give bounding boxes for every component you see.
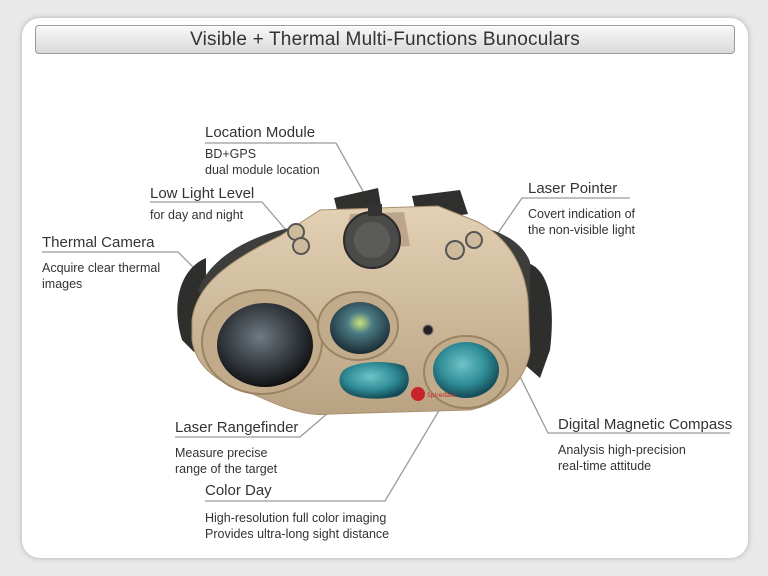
- leader-color-day: [205, 371, 463, 502]
- brand-logo: [411, 387, 425, 401]
- color-day-lens: [433, 342, 499, 398]
- label-location-module: Location Module BD+GPS dual module locat…: [205, 124, 320, 178]
- label-low-light-level: Low Light Level for day and night: [150, 185, 254, 223]
- feature-desc: Analysis high-precision: [558, 443, 686, 457]
- feature-name: Thermal Camera: [42, 234, 155, 251]
- feature-desc: for day and night: [150, 208, 244, 222]
- feature-desc: High-resolution full color imaging: [205, 511, 387, 525]
- feature-name: Laser Rangefinder: [175, 419, 299, 436]
- button-left-2: [292, 237, 310, 255]
- page-title: Visible + Thermal Multi-Functions Bunocu…: [190, 28, 580, 50]
- label-digital-compass: Digital Magnetic Compass Analysis high-p…: [558, 416, 732, 474]
- feature-desc: BD+GPS: [205, 147, 257, 161]
- title-bar: Visible + Thermal Multi-Functions Bunocu…: [35, 25, 735, 54]
- feature-name: Laser Pointer: [528, 180, 618, 197]
- button-right-1: [445, 240, 465, 260]
- feature-desc: Covert indication of: [528, 207, 636, 221]
- label-thermal-camera: Thermal Camera Acquire clear thermal ima…: [42, 234, 160, 292]
- low-light-lens: [330, 302, 390, 354]
- label-laser-pointer: Laser Pointer Covert indication of the n…: [528, 180, 635, 238]
- label-laser-rangefinder: Laser Rangefinder Measure precise range …: [175, 419, 298, 477]
- feature-name: Color Day: [205, 482, 272, 499]
- feature-desc: Measure precise: [175, 446, 268, 460]
- laser-pointer-aperture: [422, 324, 434, 336]
- feature-desc: Acquire clear thermal: [42, 261, 161, 275]
- feature-name: Location Module: [205, 124, 316, 141]
- label-color-day: Color Day High-resolution full color ima…: [205, 482, 389, 542]
- feature-name: Digital Magnetic Compass: [558, 416, 733, 433]
- rangefinder-lens: [339, 362, 409, 399]
- brand-logo-text: Spiredata: [427, 392, 456, 399]
- feature-desc: Provides ultra-long sight distance: [205, 527, 390, 541]
- feature-name: Low Light Level: [150, 185, 255, 202]
- feature-desc: images: [42, 277, 83, 291]
- feature-desc: dual module location: [205, 163, 320, 177]
- button-right-2: [465, 231, 483, 249]
- feature-desc: range of the target: [175, 462, 278, 476]
- thermal-lens: [217, 303, 313, 387]
- feature-desc: the non-visible light: [528, 223, 636, 237]
- feature-desc: real-time attitude: [558, 459, 652, 473]
